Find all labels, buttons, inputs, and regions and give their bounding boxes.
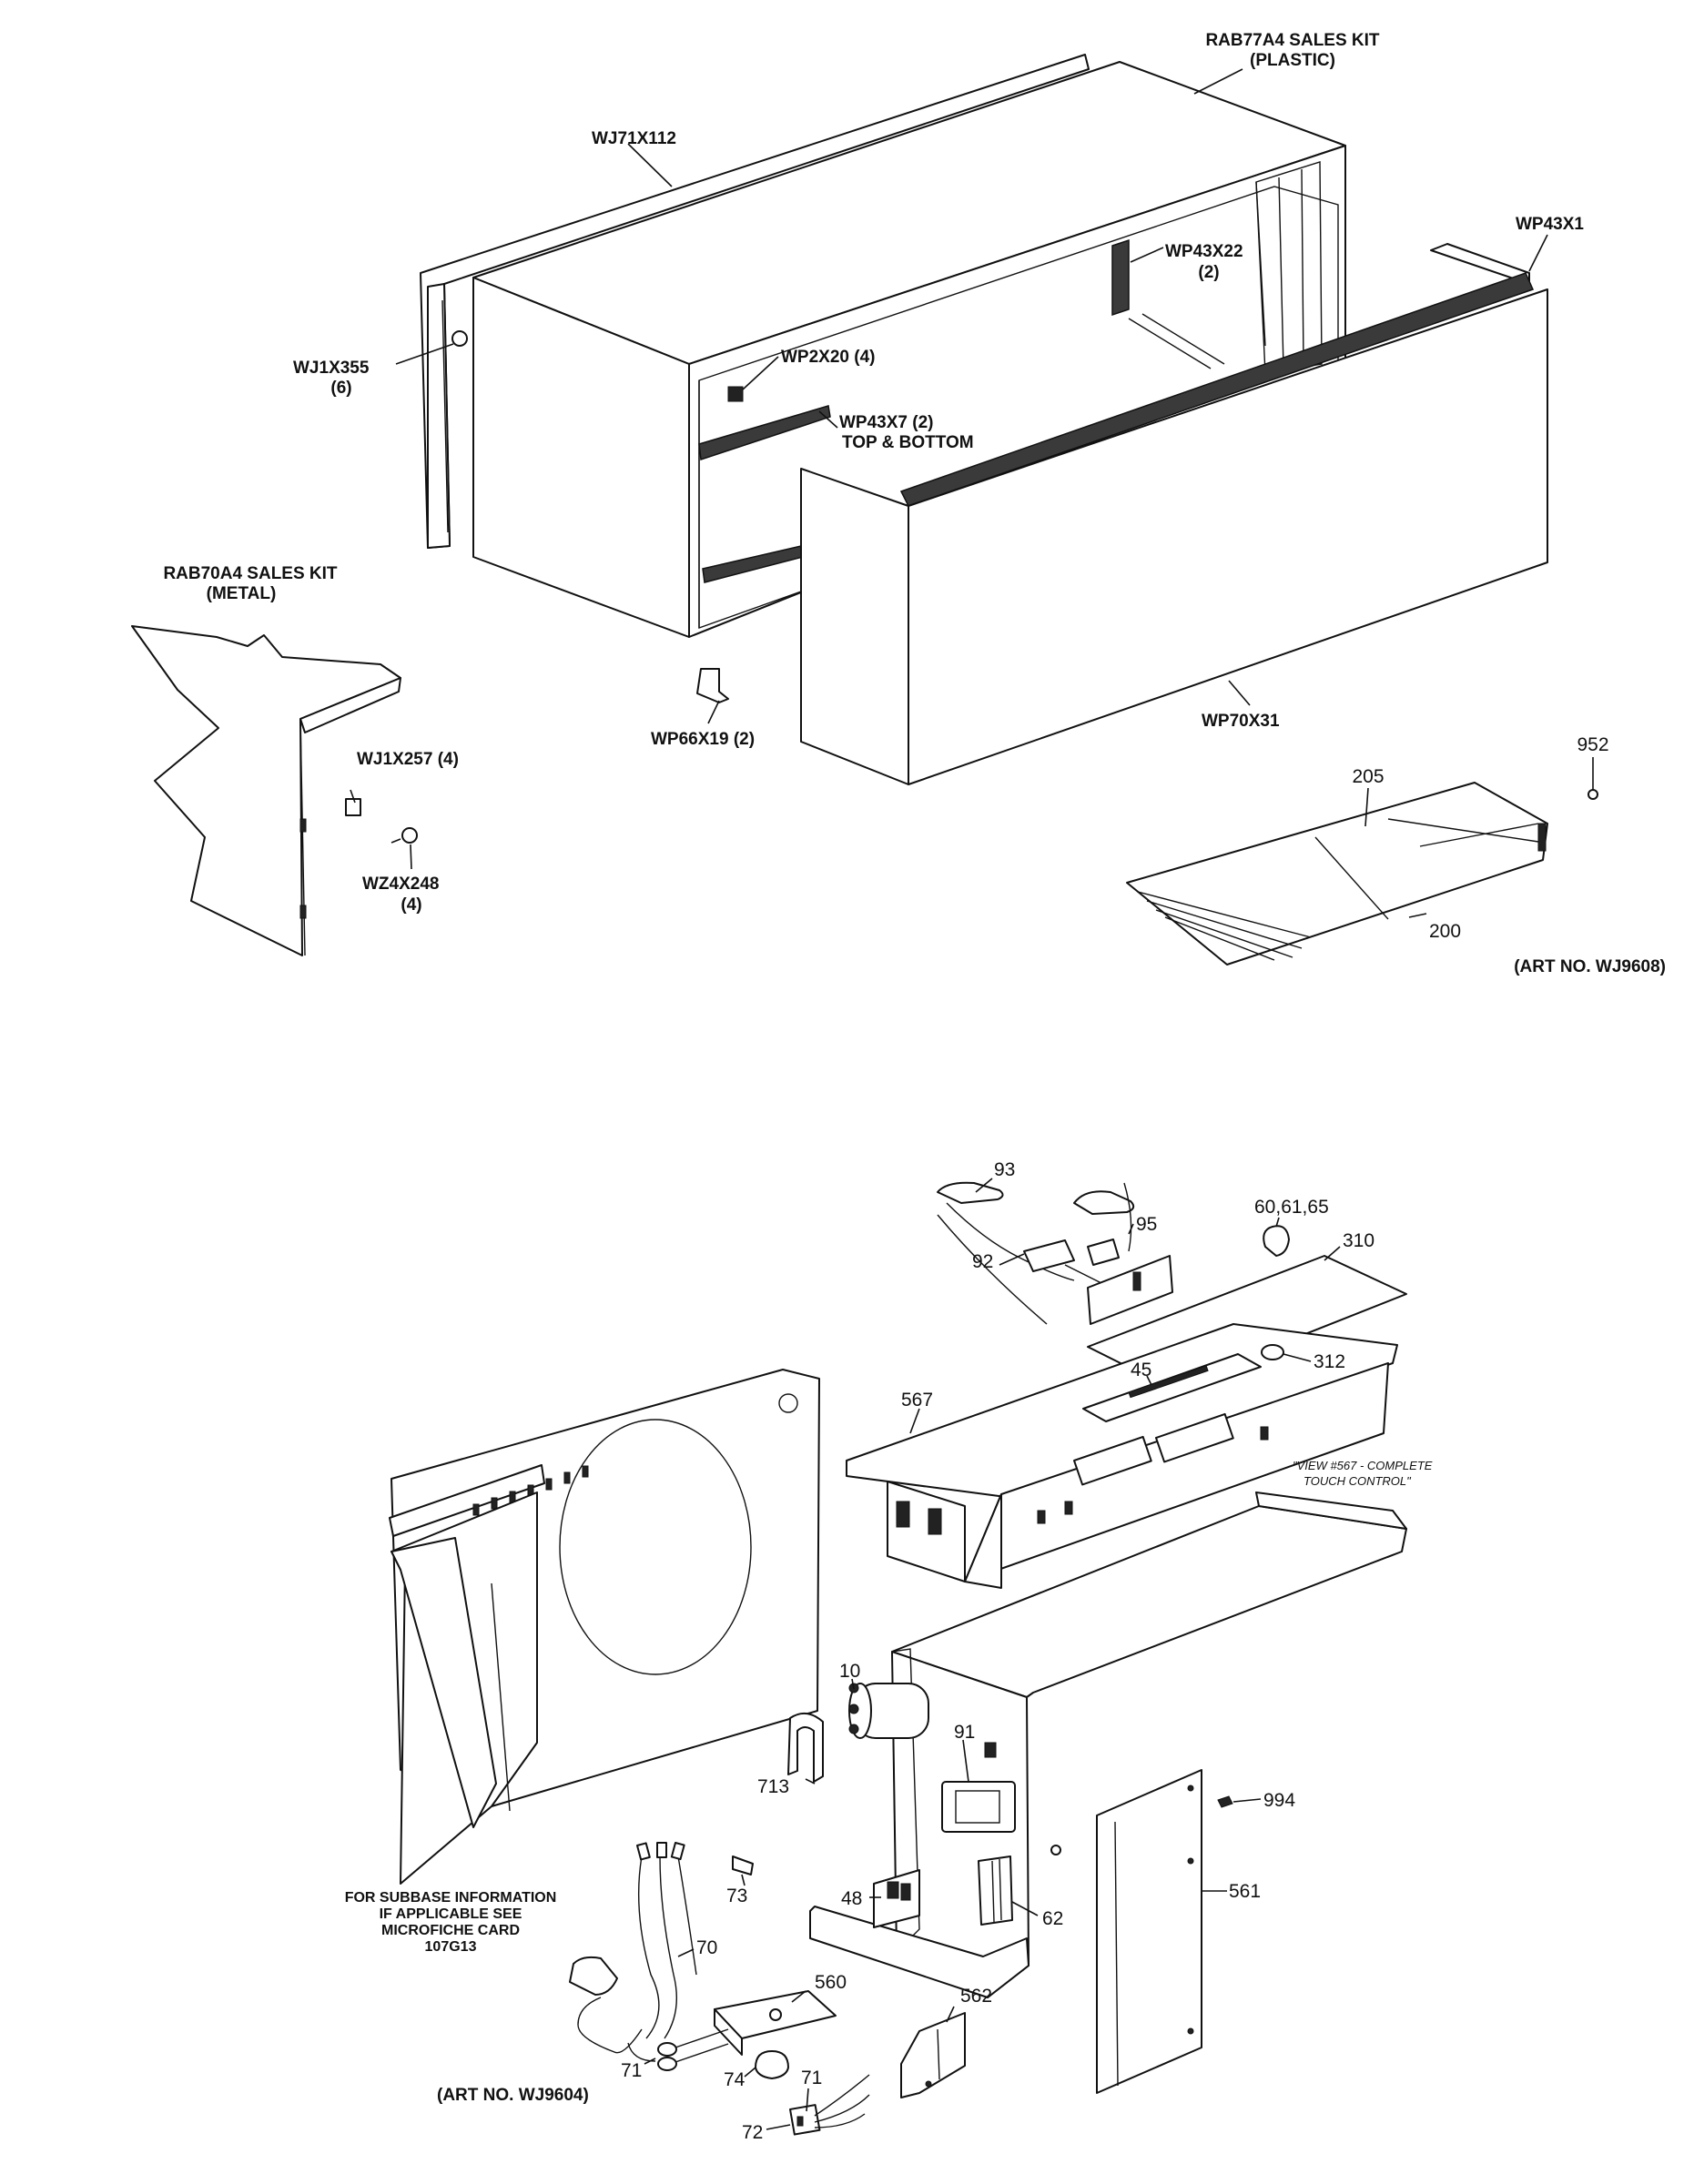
label-wp43x22: WP43X22: [1165, 242, 1243, 261]
bottom-labels: 93 95 92 60,61,65 310 312 567 45 "VIEW #…: [345, 1159, 1433, 2143]
part-994-screw: [1217, 1795, 1233, 1808]
label-48: 48: [841, 1888, 862, 1909]
bottom-leaders: [644, 1178, 1341, 2130]
label-200: 200: [1429, 921, 1461, 942]
label-rab77a4-kit: RAB77A4 SALES KIT: [1205, 31, 1379, 50]
label-top-bottom: TOP & BOTTOM: [842, 433, 974, 452]
label-rab77a4-kit-plastic: (PLASTIC): [1250, 51, 1335, 70]
label-562: 562: [960, 1986, 992, 2007]
label-310: 310: [1343, 1230, 1374, 1251]
label-subbase-2: IF APPLICABLE SEE: [380, 1906, 522, 1922]
top-leaders: [350, 68, 1594, 918]
part-567-control: [846, 1323, 1398, 1589]
label-71b: 71: [801, 2068, 822, 2088]
label-10: 10: [839, 1661, 860, 1682]
part-wp66x19-bracket: [696, 668, 729, 703]
label-wj1x355-qty: (6): [330, 379, 351, 398]
label-73: 73: [726, 1886, 747, 1906]
label-561: 561: [1229, 1881, 1261, 1902]
bottom-view: 93 95 92 60,61,65 310 312 567 45 "VIEW #…: [345, 1159, 1433, 2143]
label-rab70a4-kit: RAB70A4 SALES KIT: [163, 564, 337, 583]
label-wj1x257: WJ1X257 (4): [357, 750, 459, 769]
label-74: 74: [724, 2069, 746, 2090]
label-994: 994: [1263, 1790, 1295, 1811]
part-wp43x22-seal: [1111, 238, 1130, 317]
label-wp70x31: WP70X31: [1202, 712, 1280, 731]
label-95: 95: [1136, 1214, 1157, 1235]
part-rab70a4-kit: [131, 625, 418, 956]
label-71a: 71: [621, 2060, 642, 2081]
top-view: RAB77A4 SALES KIT (PLASTIC) WJ71X112 WP4…: [131, 31, 1666, 976]
label-92: 92: [972, 1251, 993, 1272]
label-art-no-wj9604: (ART NO. WJ9604): [437, 2086, 589, 2105]
part-48-relay: [873, 1869, 920, 1928]
label-wp43x1: WP43X1: [1516, 215, 1584, 234]
label-subbase-1: FOR SUBBASE INFORMATION: [345, 1890, 557, 1906]
part-93-95-thermostat: [937, 1181, 1173, 1325]
part-wp70x31-panel: [800, 243, 1548, 785]
part-713-strap: [787, 1712, 824, 1783]
part-205-200-slide: [1126, 782, 1598, 966]
label-312: 312: [1314, 1351, 1345, 1372]
label-wp43x22-qty: (2): [1198, 263, 1219, 282]
label-view-note-2: TOUCH CONTROL": [1303, 1474, 1412, 1488]
label-93: 93: [994, 1159, 1015, 1180]
part-560-bracket: [714, 1990, 837, 2056]
part-561-cover: [1096, 1769, 1202, 2094]
label-subbase-4: 107G13: [425, 1939, 477, 1955]
label-70: 70: [696, 1937, 717, 1958]
label-62: 62: [1042, 1908, 1063, 1929]
part-partition-shroud: [389, 1369, 820, 1885]
part-10-capacitor: [848, 1683, 929, 1739]
label-wp2x20: WP2X20 (4): [781, 348, 875, 367]
label-wj1x355: WJ1X355: [293, 359, 370, 378]
shroud-holes: [472, 1465, 589, 1516]
part-62-terminal: [978, 1855, 1013, 1926]
label-view-note-1: "VIEW #567 - COMPLETE: [1293, 1459, 1433, 1472]
part-60-61-65-knob: [1263, 1225, 1290, 1257]
label-952: 952: [1577, 734, 1608, 755]
part-74-knob: [755, 2050, 789, 2079]
label-wp43x7: WP43X7 (2): [839, 413, 933, 432]
part-72-connector: [789, 2074, 870, 2136]
part-73-clip: [732, 1855, 754, 1876]
label-wp66x19: WP66X19 (2): [651, 730, 755, 749]
part-562-bracket: [900, 2012, 966, 2098]
label-wz4x248-qty: (4): [401, 895, 421, 915]
label-wj71x112: WJ71X112: [592, 129, 676, 148]
label-45: 45: [1131, 1360, 1151, 1380]
label-205: 205: [1352, 766, 1384, 787]
label-60-61-65: 60,61,65: [1254, 1197, 1329, 1218]
part-91-transformer: [941, 1781, 1016, 1833]
label-72: 72: [742, 2122, 763, 2143]
label-713: 713: [757, 1776, 789, 1797]
label-subbase-3: MICROFICHE CARD: [381, 1923, 520, 1938]
part-71-plugs: [657, 2028, 729, 2071]
part-70-power-cord: [569, 1842, 697, 2062]
top-labels: RAB77A4 SALES KIT (PLASTIC) WJ71X112 WP4…: [163, 31, 1666, 976]
label-91: 91: [954, 1722, 975, 1743]
label-art-no-wj9608: (ART NO. WJ9608): [1514, 957, 1666, 976]
label-567: 567: [901, 1390, 933, 1410]
label-560: 560: [815, 1972, 847, 1993]
label-wz4x248: WZ4X248: [362, 875, 439, 894]
label-rab70a4-kit-metal: (METAL): [207, 584, 277, 603]
